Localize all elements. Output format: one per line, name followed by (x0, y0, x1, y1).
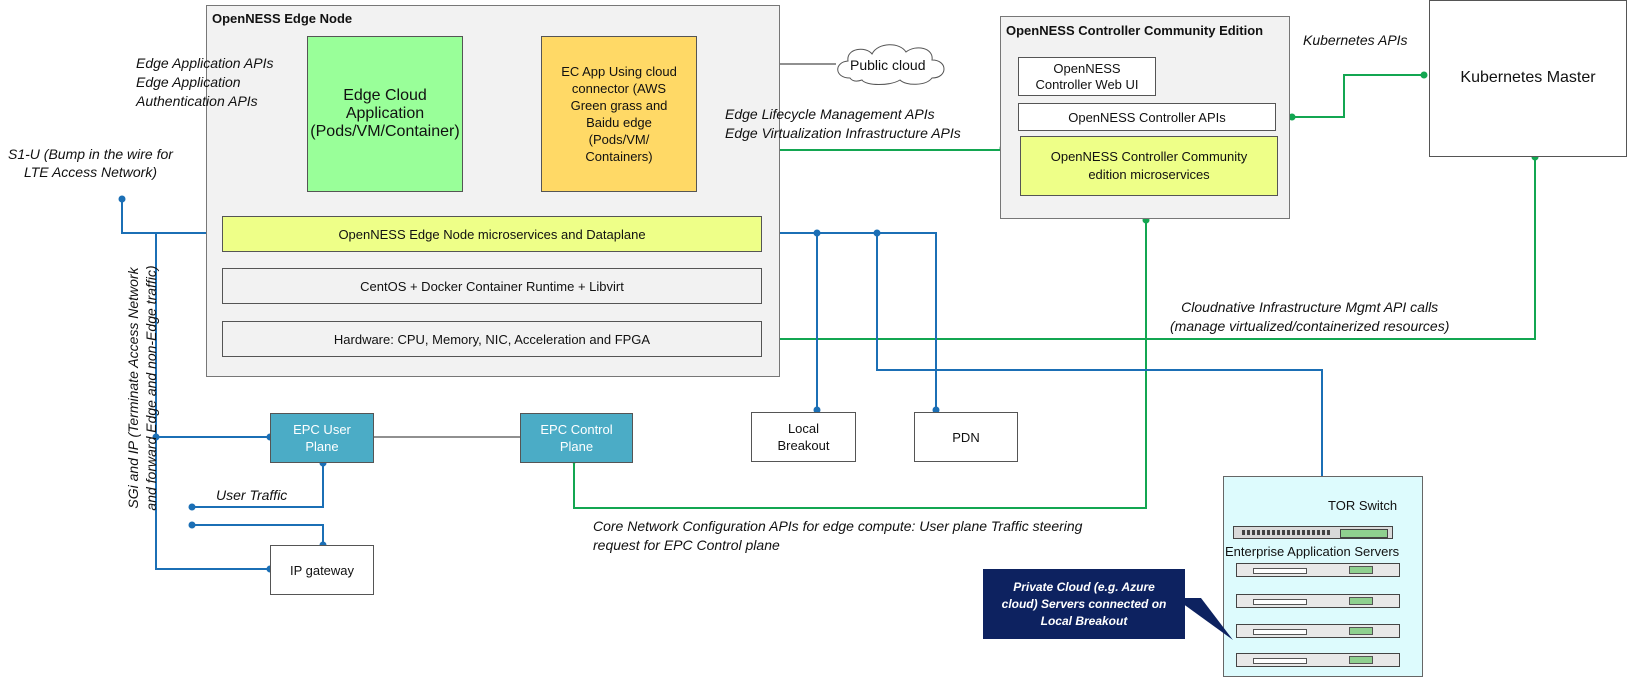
controller-web-ui-line-2: Controller Web UI (1035, 76, 1139, 92)
lifecycle-label: Edge Lifecycle Management APIs Edge Virt… (725, 105, 961, 143)
core-network-line-1: Core Network Configuration APIs for edge… (593, 518, 1083, 534)
kubernetes-master-box[interactable]: Kubernetes Master (1429, 0, 1627, 157)
server-unit (1236, 653, 1400, 667)
ec-app-line-5: (Pods/VM/ (588, 132, 650, 147)
ec-app-line-2: connector (AWS (571, 81, 667, 96)
user-traffic-label: User Traffic (216, 487, 288, 503)
edge-app-apis-line-3: Authentication APIs (136, 93, 258, 109)
edge-node-title: OpenNESS Edge Node (212, 11, 353, 26)
public-cloud-label: Public cloud (850, 57, 926, 73)
controller-title: OpenNESS Controller Community Edition (1006, 23, 1264, 38)
s1u-label: S1-U (Bump in the wire for LTE Access Ne… (8, 145, 173, 181)
controller-apis-box[interactable]: OpenNESS Controller APIs (1018, 103, 1276, 131)
lifecycle-line-1: Edge Lifecycle Management APIs (725, 106, 935, 122)
core-network-label: Core Network Configuration APIs for edge… (593, 517, 1082, 555)
hardware-box[interactable]: Hardware: CPU, Memory, NIC, Acceleration… (222, 321, 762, 357)
local-breakout-line-1: Local (787, 421, 820, 436)
epc-control-line-2: Plane (559, 439, 594, 454)
s1u-line-1: S1-U (Bump in the wire for (8, 146, 173, 162)
epc-user-line-2: Plane (305, 439, 339, 454)
sgi-line-2: and forward Edge and non-Edge traffic) (143, 265, 159, 511)
ip-gateway-box[interactable]: IP gateway (270, 545, 374, 595)
edge-app-apis-line-1: Edge Application APIs (136, 55, 274, 71)
controller-ms-line-1: OpenNESS Controller Community (1050, 149, 1248, 164)
private-cloud-line-2: cloud) Servers connected on (1001, 596, 1167, 611)
edge-cloud-app-line-3: (Pods/VM/Container) (310, 123, 460, 140)
epc-user-line-1: EPC User (293, 422, 351, 437)
cloudnative-label: Cloudnative Infrastructure Mgmt API call… (1170, 298, 1449, 336)
tor-switch-label: TOR Switch (1328, 498, 1398, 513)
local-breakout-line-2: Breakout (777, 438, 830, 453)
s1u-line-2: LTE Access Network) (23, 164, 157, 180)
runtime-box[interactable]: CentOS + Docker Container Runtime + Libv… (222, 268, 762, 304)
ec-app-line-1: EC App Using cloud (561, 64, 677, 79)
ec-app-line-4: Baidu edge (586, 115, 652, 130)
local-breakout-box[interactable]: Local Breakout (751, 412, 856, 462)
enterprise-servers-label: Enterprise Application Servers (1225, 544, 1400, 559)
private-cloud-line-3: Local Breakout (1040, 613, 1128, 628)
controller-ms-line-2: edition microservices (1088, 167, 1210, 182)
lifecycle-line-2: Edge Virtualization Infrastructure APIs (725, 125, 961, 141)
cloudnative-line-2: (manage virtualized/containerized resour… (1170, 318, 1450, 334)
sgi-line-1: SGi and IP (Terminate Access Network (125, 267, 141, 509)
server-unit (1236, 563, 1400, 577)
pdn-box[interactable]: PDN (914, 412, 1018, 462)
edge-node-microservices-box[interactable]: OpenNESS Edge Node microservices and Dat… (222, 216, 762, 252)
public-cloud-shape[interactable] (828, 40, 954, 88)
controller-microservices-box[interactable]: OpenNESS Controller Community edition mi… (1020, 136, 1278, 196)
epc-user-plane-box[interactable]: EPC User Plane (270, 413, 374, 463)
private-cloud-callout: Private Cloud (e.g. Azure cloud) Servers… (983, 569, 1185, 639)
controller-web-ui-line-1: OpenNESS (1053, 60, 1121, 76)
controller-web-ui-box[interactable]: OpenNESS Controller Web UI (1018, 57, 1156, 96)
edge-cloud-app-line-1: Edge Cloud (343, 87, 427, 104)
server-unit (1236, 594, 1400, 608)
edge-app-apis-line-2: Edge Application (136, 74, 241, 90)
edge-app-apis-label: Edge Application APIs Edge Application A… (136, 54, 274, 111)
tor-switch-device (1233, 526, 1393, 539)
private-cloud-line-1: Private Cloud (e.g. Azure (1013, 579, 1155, 594)
edge-cloud-application-box[interactable]: Edge Cloud Application (Pods/VM/Containe… (307, 36, 463, 192)
core-network-line-2: request for EPC Control plane (593, 537, 780, 553)
server-unit (1236, 624, 1400, 638)
kubernetes-apis-label: Kubernetes APIs (1303, 32, 1408, 48)
sgi-label: SGi and IP (Terminate Access Network and… (124, 265, 160, 510)
ec-app-box[interactable]: EC App Using cloud connector (AWS Green … (541, 36, 697, 192)
ec-app-line-6: Containers) (585, 149, 653, 164)
epc-control-plane-box[interactable]: EPC Control Plane (520, 413, 633, 463)
edge-cloud-app-line-2: Application (345, 105, 425, 122)
ec-app-line-3: Green grass and (570, 98, 668, 113)
epc-control-line-1: EPC Control (540, 422, 613, 437)
cloudnative-line-1: Cloudnative Infrastructure Mgmt API call… (1181, 299, 1439, 315)
private-cloud-callout-pointer (1175, 598, 1233, 640)
